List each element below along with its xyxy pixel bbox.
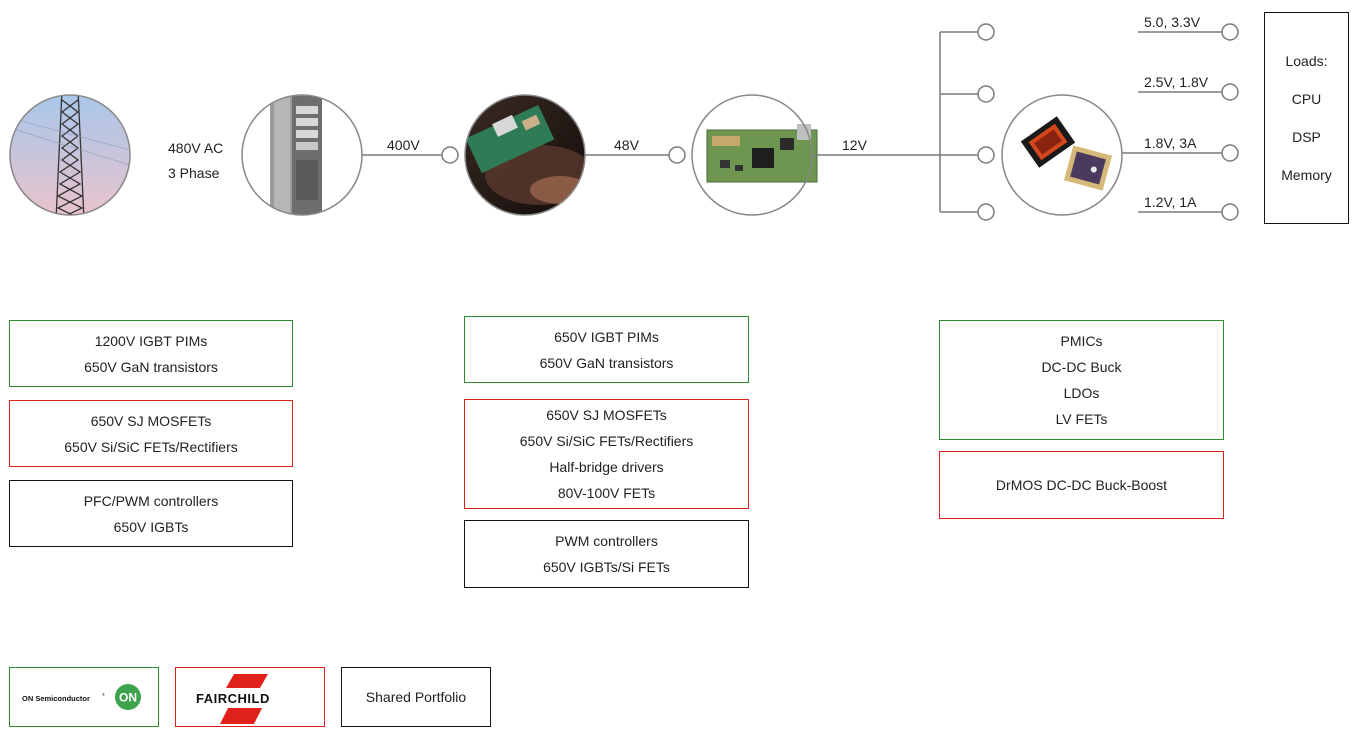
loads-box: Loads: CPU DSP Memory (1264, 12, 1349, 224)
server-image (241, 94, 363, 216)
col2-green-line-1: 650V IGBT PIMs (554, 328, 659, 345)
col3-green-line-4: LV FETs (1055, 411, 1108, 427)
col2-fairchild-box: 650V SJ MOSFETs 650V Si/SiC FETs/Rectifi… (464, 399, 749, 509)
col2-black-line-1: PWM controllers (555, 533, 658, 549)
on-semiconductor-wordmark: ON Semiconductor (22, 694, 90, 703)
legend-shared-label: Shared Portfolio (365, 689, 467, 705)
chips-image (1001, 94, 1123, 216)
legend-onsemi: ON Semiconductor ® ON (9, 667, 159, 727)
col3-red-line-1: DrMOS DC-DC Buck-Boost (995, 477, 1168, 493)
col1-green-line-2: 650V GaN transistors (84, 358, 218, 375)
output-label-3: 1.8V, 3A (1144, 135, 1197, 151)
load-item-memory: Memory (1281, 167, 1332, 183)
loads-title: Loads: (1285, 53, 1328, 69)
col3-fairchild-box: DrMOS DC-DC Buck-Boost (939, 451, 1224, 519)
on-semiconductor-logo: ON Semiconductor ® ON (22, 684, 141, 710)
col3-green-line-1: PMICs (1060, 333, 1103, 349)
col2-red-line-4: 80V-100V FETs (557, 485, 656, 501)
fairchild-logo: FAIRCHILD (196, 674, 270, 724)
dcdc-module-image (691, 94, 818, 216)
load-item-cpu: CPU (1291, 91, 1322, 107)
col2-black-line-2: 650V IGBTs/Si FETs (543, 559, 670, 575)
col1-fairchild-box: 650V SJ MOSFETs 650V Si/SiC FETs/Rectifi… (9, 400, 293, 467)
col2-shared-box: PWM controllers 650V IGBTs/Si FETs (464, 520, 749, 588)
output-label-2: 2.5V, 1.8V (1144, 74, 1209, 90)
col2-red-line-1: 650V SJ MOSFETs (546, 407, 667, 423)
grid-label-phase: 3 Phase (168, 165, 220, 181)
col1-red-line-2: 650V Si/SiC FETs/Rectifiers (64, 438, 238, 455)
on-mark: ON (119, 691, 137, 705)
output-label-4: 1.2V, 1A (1144, 194, 1197, 210)
col1-green-line-1: 1200V IGBT PIMs (94, 332, 208, 349)
col3-onsemi-box: PMICs DC-DC Buck LDOs LV FETs (939, 320, 1224, 440)
voltage-label-12: 12V (842, 137, 868, 153)
connector-lines (362, 23, 1239, 221)
legend-shared: Shared Portfolio (341, 667, 491, 727)
col1-red-line-1: 650V SJ MOSFETs (90, 412, 212, 429)
fairchild-wordmark: FAIRCHILD (196, 691, 270, 706)
col1-black-line-2: 650V IGBTs (113, 518, 189, 535)
voltage-label-400: 400V (387, 137, 420, 153)
voltage-label-48: 48V (614, 137, 640, 153)
col2-red-line-2: 650V Si/SiC FETs/Rectifiers (519, 433, 694, 449)
col3-green-line-3: LDOs (1063, 385, 1100, 401)
col1-shared-box: PFC/PWM controllers 650V IGBTs (9, 480, 293, 547)
col2-onsemi-box: 650V IGBT PIMs 650V GaN transistors (464, 316, 749, 383)
col1-onsemi-box: 1200V IGBT PIMs 650V GaN transistors (9, 320, 293, 387)
svg-text:®: ® (102, 692, 105, 697)
col2-red-line-3: Half-bridge drivers (549, 459, 664, 475)
col2-green-line-2: 650V GaN transistors (539, 354, 674, 371)
grid-tower-image (9, 94, 131, 216)
grid-label-voltage: 480V AC (168, 140, 223, 156)
board-in-hand-image (464, 94, 586, 216)
col1-black-line-1: PFC/PWM controllers (83, 492, 219, 509)
load-item-dsp: DSP (1292, 129, 1321, 145)
col3-green-line-2: DC-DC Buck (1041, 359, 1122, 375)
legend-fairchild: FAIRCHILD (175, 667, 325, 727)
output-label-1: 5.0, 3.3V (1144, 14, 1201, 30)
